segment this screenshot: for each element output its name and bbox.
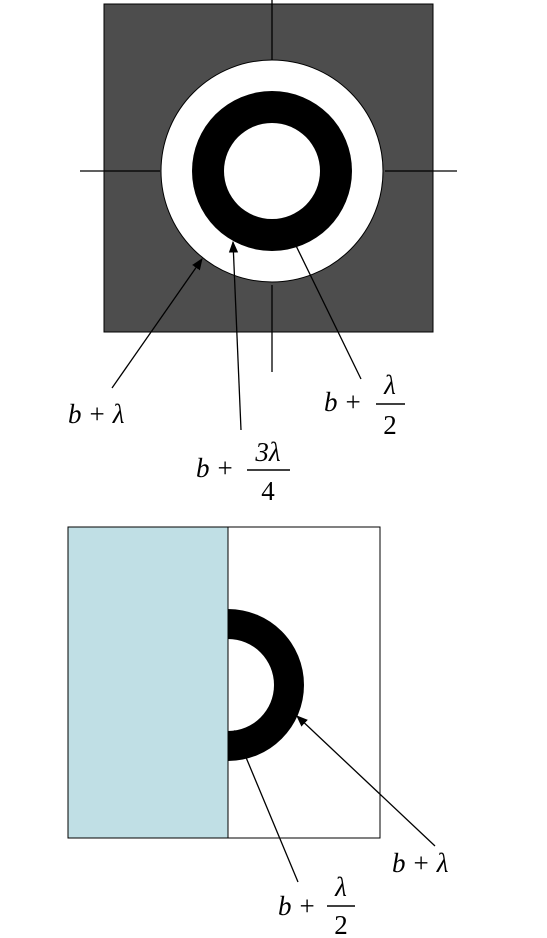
bottom-left-blue-region <box>67 526 229 839</box>
svg-text:b+: b+ <box>324 387 361 417</box>
label-top-inner-op: + <box>346 387 361 417</box>
label-bottom-inner-var: b <box>278 891 292 921</box>
top-inner-white-hole <box>224 123 320 219</box>
label-bottom-inner: b+ λ 2 <box>278 872 355 938</box>
label-top-middle-denominator: 4 <box>261 476 275 506</box>
label-top-inner-numerator: λ <box>383 370 396 400</box>
label-top-middle-op: + <box>218 453 233 483</box>
label-top-middle-numerator: 3λ <box>254 437 281 467</box>
label-bottom-inner-numerator: λ <box>334 872 347 902</box>
arrow-top-middle <box>228 240 242 431</box>
label-bottom-outer: b +λ <box>392 848 449 878</box>
label-top-inner-denominator: 2 <box>383 410 397 440</box>
label-bottom-outer-op: + <box>414 848 429 878</box>
label-top-middle: b+ 3λ 4 <box>196 437 290 506</box>
arrow-top-inner <box>282 217 362 380</box>
bottom-half-ring-hole <box>228 639 274 731</box>
arrow-bottom-outer <box>296 715 436 847</box>
arrow-bottom-inner <box>234 729 299 883</box>
svg-text:b+: b+ <box>278 891 315 921</box>
bottom-half-ring-group <box>228 609 304 761</box>
svg-text:b+λ: b +λ <box>392 848 449 878</box>
label-bottom-inner-op: + <box>300 891 315 921</box>
svg-text:b+λ: b +λ <box>68 399 125 429</box>
label-bottom-outer-term: λ <box>436 848 449 878</box>
label-top-outer-var: b <box>68 399 82 429</box>
label-bottom-outer-var: b <box>392 848 406 878</box>
label-top-inner: b+ λ 2 <box>324 370 405 440</box>
arrow-top-outer <box>111 258 203 389</box>
label-top-middle-var: b <box>196 453 210 483</box>
bottom-figure: b+λ b+ λ 2 <box>67 526 449 938</box>
label-top-outer-term: λ <box>112 399 125 429</box>
label-top-outer: b +λ <box>68 399 125 429</box>
label-bottom-inner-denominator: 2 <box>334 910 348 938</box>
top-figure: b+λ b+ 3λ 4 b+ λ 2 <box>68 0 457 506</box>
svg-text:b+: b+ <box>196 453 233 483</box>
label-top-outer-op: + <box>90 399 105 429</box>
label-top-inner-var: b <box>324 387 338 417</box>
